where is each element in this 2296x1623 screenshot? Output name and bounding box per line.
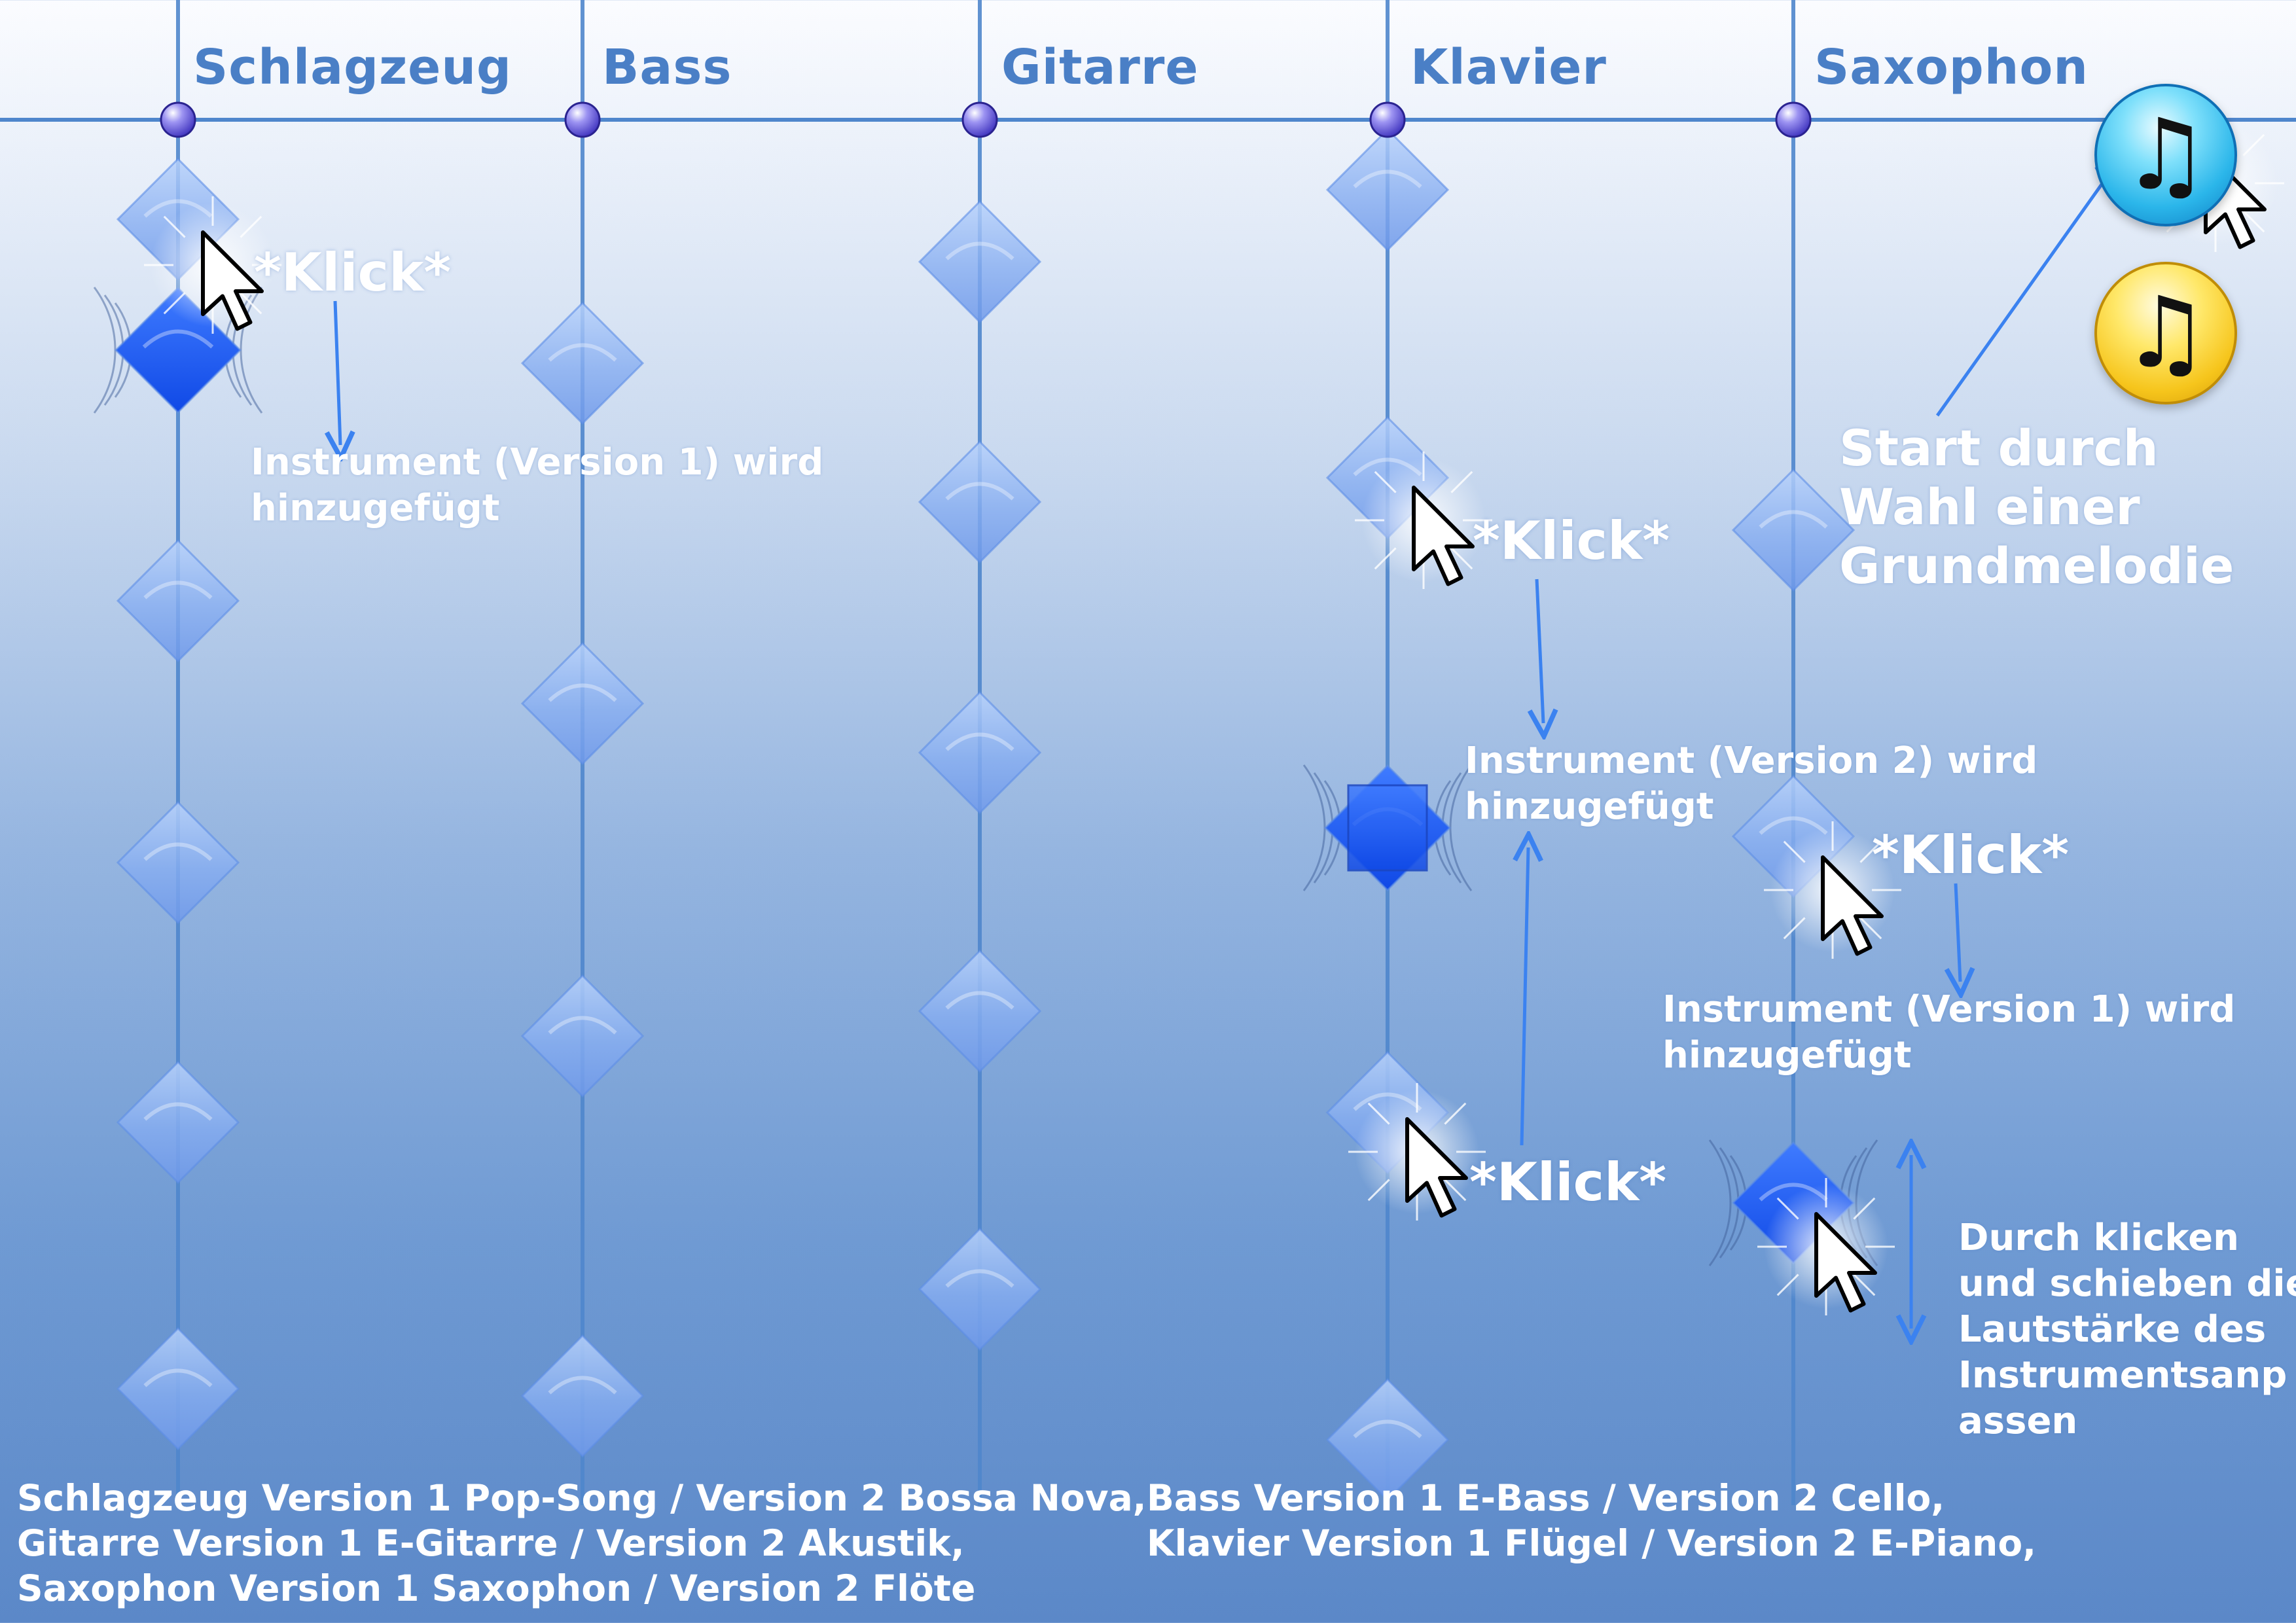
sparkle-ray (1783, 840, 1806, 863)
mouse-cursor-icon (1814, 1212, 1877, 1313)
click-label-sax: *Klick* (1872, 825, 2070, 885)
click-label-drums: *Klick* (254, 242, 452, 303)
sparkle-ray (1374, 547, 1397, 570)
column-title-piano: Klavier (1410, 39, 1607, 96)
instrument-node-guitar[interactable] (918, 1227, 1042, 1351)
sparkle-ray (2242, 134, 2265, 156)
instrument-node-drums[interactable] (116, 1327, 240, 1451)
start-hint: Start durch Wahl einer Grundmelodie (1839, 419, 2234, 595)
sparkle-ray (163, 292, 186, 315)
melody-button-yellow[interactable]: ♫ (2094, 262, 2237, 404)
mouse-cursor-icon (201, 230, 264, 331)
melody-button-cyan[interactable]: ♫ (2094, 84, 2237, 226)
instrument-node-piano-active-square (1347, 784, 1428, 872)
track-handle-piano[interactable] (1369, 101, 1406, 138)
instrument-node-sax[interactable] (1731, 468, 1856, 592)
sparkle-ray (1444, 1179, 1467, 1202)
music-note-icon: ♫ (2121, 276, 2210, 390)
instrument-node-drums[interactable] (116, 1060, 240, 1185)
arrow-piano-top (1537, 579, 1543, 723)
instrument-node-bass[interactable] (520, 974, 645, 1098)
column-title-bass: Bass (602, 39, 732, 96)
column-title-drums: Schlagzeug (193, 39, 512, 96)
click-label-piano-top: *Klick* (1473, 510, 1670, 571)
annotation-drums-added: Instrument (Version 1) wird hinzugefügt (251, 441, 824, 529)
instrument-node-guitar[interactable] (918, 690, 1042, 815)
mouse-cursor-icon (1821, 855, 1884, 956)
sparkle-ray (2242, 210, 2265, 233)
track-handle-bass[interactable] (564, 101, 601, 138)
arrow-sax (1956, 883, 1960, 982)
arrow-start-hint (1935, 167, 2114, 417)
sparkle-ray (1776, 1197, 1799, 1220)
instrument-node-bass[interactable] (520, 301, 645, 425)
footer-legend-left: Schlagzeug Version 1 Pop-Song / Version … (17, 1477, 1147, 1609)
column-title-sax: Saxophon (1814, 39, 2089, 96)
track-handle-drums[interactable] (160, 101, 196, 138)
track-handle-sax[interactable] (1775, 101, 1812, 138)
instrument-node-bass[interactable] (520, 641, 645, 766)
sparkle-ray (1450, 471, 1473, 493)
sparkle-ray (1450, 547, 1473, 570)
annotation-sax-added: Instrument (Version 1) wird hinzugefügt (1662, 988, 2236, 1077)
sparkle-ray (1374, 471, 1397, 493)
sparkle-ray (1853, 1274, 1876, 1296)
mouse-cursor-icon (1405, 1117, 1468, 1218)
instrument-node-guitar[interactable] (918, 949, 1042, 1073)
instrument-node-guitar[interactable] (918, 440, 1042, 564)
arrow-drums (335, 300, 340, 445)
sparkle-ray (1859, 917, 1882, 940)
sparkle-ray (240, 215, 262, 238)
instrument-node-bass[interactable] (520, 1334, 645, 1458)
sparkle-ray (1367, 1179, 1390, 1202)
sparkle-ray (1444, 1102, 1467, 1125)
sparkle-ray (1783, 917, 1806, 940)
column-title-guitar: Gitarre (1001, 39, 1199, 96)
instrument-node-drums[interactable] (116, 539, 240, 663)
instrument-node-guitar[interactable] (918, 200, 1042, 324)
sparkle-ray (163, 215, 186, 238)
annotation-volume-hint: Durch klicken und schieben die Lautstärk… (1958, 1217, 2296, 1442)
instrument-node-piano[interactable] (1325, 128, 1450, 252)
instrument-node-drums[interactable] (116, 800, 240, 925)
sparkle-ray (1367, 1102, 1390, 1125)
instrument-node-piano[interactable] (1325, 1378, 1450, 1502)
click-label-piano-bottom: *Klick* (1469, 1152, 1667, 1213)
footer-legend-right: Bass Version 1 E-Bass / Version 2 Cello,… (1147, 1477, 2037, 1564)
music-note-icon: ♫ (2121, 98, 2210, 212)
sparkle-ray (1853, 1197, 1876, 1220)
arrow-piano-bottom (1522, 847, 1528, 1146)
ripple-ring (1708, 1139, 1732, 1266)
mouse-cursor-icon (1412, 486, 1475, 586)
annotation-piano-added: Instrument (Version 2) wird hinzugefügt (1465, 740, 2038, 828)
sparkle-ray (1776, 1274, 1799, 1296)
track-handle-guitar[interactable] (961, 101, 998, 138)
sparkle-ray (240, 292, 262, 315)
sparkle-ray (1859, 840, 1882, 863)
